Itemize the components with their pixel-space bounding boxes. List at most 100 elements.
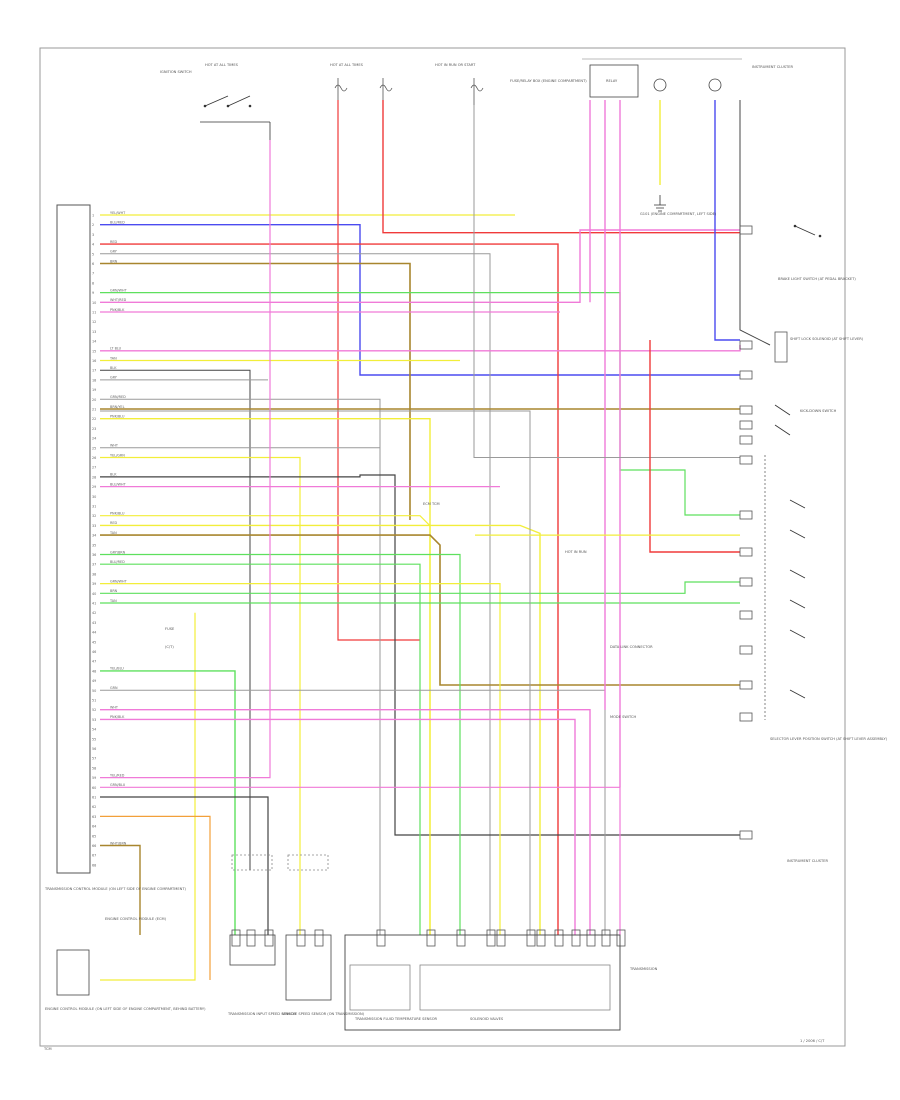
connector-pin (246, 929, 256, 947)
wire-red (649, 340, 740, 553)
wire-pink (100, 709, 591, 935)
wire-tag: YEL/RED (110, 773, 125, 777)
pin-number: 21 (92, 408, 96, 412)
pin-number: 46 (92, 650, 96, 654)
pin-number: 7 (92, 272, 94, 276)
mode-switch: DATA LINK CONNECTOR MODE SWITCH HOT IN R… (423, 502, 653, 719)
pin-number: 32 (92, 514, 96, 518)
wire-harness: YEL/WHTBLU/REDREDGRYBRNGRN/WHTWHT/REDPNK… (100, 100, 771, 981)
transmission-assembly: TRANSMISSION TRANSMISSION FLUID TEMPERAT… (344, 934, 658, 1031)
wire-green (100, 292, 740, 516)
wire-gray (100, 398, 381, 935)
pin-number: 24 (92, 437, 96, 441)
pin-number: 20 (92, 398, 96, 402)
wire-blue (714, 100, 740, 341)
wire-pink (100, 229, 740, 303)
wire-pink (100, 718, 576, 935)
relay-component: RELAY INSTRUMENT CLUSTER (582, 58, 793, 98)
connector-pin (231, 929, 241, 947)
wire-tag: GRN/WHT (110, 579, 128, 583)
pin-number: 5 (92, 252, 94, 256)
selector-lever-switch: SELECTOR LEVER POSITION SWITCH (AT SHIFT… (764, 455, 888, 741)
ecm-bus-label: ECM TCM (423, 502, 440, 506)
connector-pin (739, 405, 753, 415)
pin-number: 49 (92, 679, 96, 683)
pin-number: 30 (92, 495, 96, 499)
pin-number: 57 (92, 757, 96, 761)
fuse-mid-small: (C/T) (165, 645, 174, 649)
transmission-label: TRANSMISSION (629, 967, 658, 971)
pin-number: 38 (92, 572, 96, 576)
footer-left: TCM (43, 1047, 52, 1051)
pin-number: 19 (92, 388, 96, 392)
wire-yellow (100, 612, 196, 981)
pin-number: 55 (92, 737, 96, 741)
connector-pin (739, 455, 753, 465)
pin-number: 10 (92, 301, 96, 305)
pin-number: 23 (92, 427, 96, 431)
pin-number: 63 (92, 815, 96, 819)
instrument-cluster-note: INSTRUMENT CLUSTER (752, 65, 793, 69)
engine-ecm: ENGINE CONTROL MODULE (ON LEFT SIDE OF E… (44, 887, 206, 1011)
pin-number: 6 (92, 262, 94, 266)
wire-gray (100, 253, 491, 935)
wire-orange (100, 815, 211, 980)
selector-lever-label: SELECTOR LEVER POSITION SWITCH (AT SHIFT… (770, 737, 888, 741)
pin-number: 67 (92, 854, 96, 858)
connector-pin (554, 929, 564, 947)
pin-number: 18 (92, 378, 96, 382)
connector-pin (739, 370, 753, 380)
ignition-switch: IGNITION SWITCH HOT AT ALL TIMES (160, 63, 271, 140)
wire-tag: WHT/RED (110, 298, 127, 302)
wire-green (100, 563, 421, 935)
output-speed-label: VEHICLE SPEED SENSOR (ON TRANSMISSION) (282, 1012, 365, 1016)
wire-tag: TAN (109, 356, 117, 360)
wire-tag: BRN (110, 589, 118, 593)
pin-number: 58 (92, 766, 96, 770)
engine-ecm-title: ENGINE CONTROL MODULE (ECM) (105, 917, 167, 921)
fuse-mid-label: FUSE (165, 627, 175, 631)
pin-number: 27 (92, 466, 96, 470)
pin-number: 50 (92, 689, 96, 693)
brake-light-switch: BRAKE LIGHT SWITCH (AT PEDAL BRACKET) (778, 224, 856, 281)
pin-number: 66 (92, 844, 96, 848)
wire-tag: BLU/RED (110, 560, 125, 564)
pin-number: 48 (92, 669, 96, 673)
pin-number: 68 (92, 863, 96, 867)
fuse-column-2: HOT AT ALL TIMES (330, 63, 393, 100)
hot-note: HOT IN RUN (565, 550, 587, 554)
wire-tag: BRN/YEL (110, 405, 125, 409)
pin-number: 16 (92, 359, 96, 363)
instrument-cluster-box: INSTRUMENT CLUSTER (787, 859, 828, 863)
lamp-icon (708, 78, 722, 92)
connector-pin (739, 225, 753, 235)
pin-number: 29 (92, 485, 96, 489)
tcm-pin-column: 1234567891011121314151617181920212223242… (92, 214, 96, 868)
wire-pink (100, 786, 621, 935)
pin-number: 62 (92, 805, 96, 809)
connector-pin (739, 830, 753, 840)
pin-number: 15 (92, 349, 96, 353)
pin-number: 51 (92, 699, 96, 703)
kickdown-switch: KICK-DOWN SWITCH (774, 404, 837, 436)
pin-number: 60 (92, 786, 96, 790)
input-speed-sensor: TRANSMISSION INPUT SPEED SENSOR (227, 854, 297, 1016)
pin-number: 33 (92, 524, 96, 528)
wire-tag: GRN/BLU (110, 783, 126, 787)
diagram-frame (39, 47, 846, 1047)
wire-dark (100, 369, 251, 870)
kickdown-label: KICK-DOWN SWITCH (800, 409, 837, 413)
pin-number: 53 (92, 718, 96, 722)
wire-tag: TAN (109, 599, 117, 603)
connector-pin (296, 929, 306, 947)
wire-tag: LT BLU (110, 347, 122, 351)
pin-number: 52 (92, 708, 96, 712)
tcm-note: TRANSMISSION CONTROL MODULE (ON LEFT SID… (44, 887, 187, 891)
pin-number: 42 (92, 611, 96, 615)
wire-tag: GRY/BRN (110, 550, 126, 554)
connector-pin (616, 929, 626, 947)
pin-number: 35 (92, 543, 96, 547)
pin-number: 28 (92, 475, 96, 479)
